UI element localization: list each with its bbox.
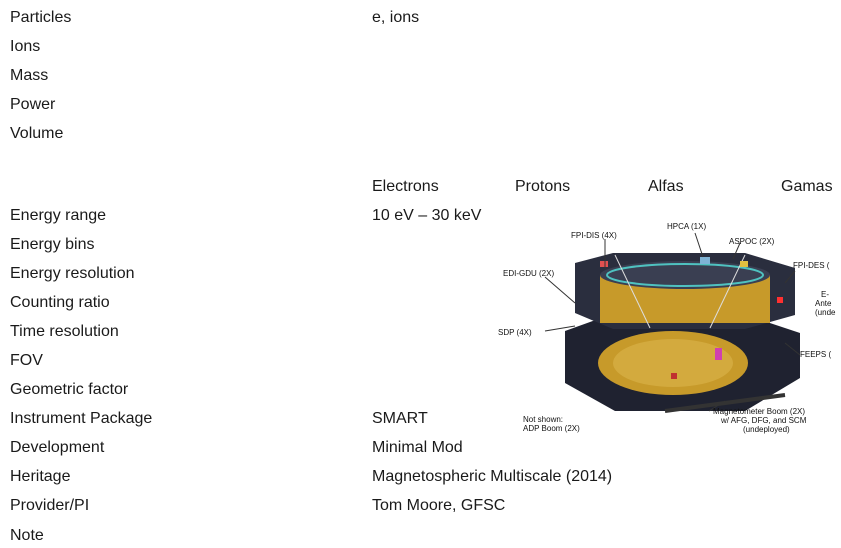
leader-line <box>544 325 576 332</box>
column-header-electrons: Electrons <box>372 178 439 195</box>
value-energy-range: 10 eV – 30 keV <box>372 207 482 224</box>
label-energy-range: Energy range <box>10 207 107 224</box>
fig-label-e-antenna-2: Ante <box>815 299 832 308</box>
magnetometer-boom <box>664 393 786 413</box>
instrument-box <box>740 261 748 267</box>
fig-label-sdp: SDP (4X) <box>498 328 532 337</box>
fig-label-edi-gdu: EDI-GDU (2X) <box>503 269 555 278</box>
fig-label-magnetometer-3: (undeployed) <box>743 425 790 434</box>
fig-label-fpi-dis: FPI-DIS (4X) <box>571 231 617 240</box>
leader-line <box>784 270 796 284</box>
fig-label-fpi-des: FPI-DES ( <box>793 261 830 270</box>
spacecraft-top-ring <box>600 261 770 289</box>
value-provider-pi: Tom Moore, GFSC <box>372 497 506 514</box>
value-heritage: Magnetospheric Multiscale (2014) <box>372 468 613 485</box>
instrument-box <box>700 257 710 264</box>
label-heritage: Heritage <box>10 468 71 485</box>
label-geometric-factor: Geometric factor <box>10 381 129 398</box>
spacecraft-top-ring-rim <box>606 263 764 287</box>
fig-label-e-antenna-3: (unde <box>815 308 836 317</box>
fig-label-feeps: FEEPS ( <box>800 350 832 359</box>
spacecraft-figure: HPCA (1X) FPI-DIS (4X) ASPOC (2X) EDI-GD… <box>495 213 841 453</box>
leader-line <box>784 342 801 356</box>
label-time-resolution: Time resolution <box>10 323 119 340</box>
fig-label-e-antenna-1: E- <box>821 290 829 299</box>
fig-label-hpca: HPCA (1X) <box>667 222 707 231</box>
spacecraft-illustration <box>544 232 801 413</box>
label-provider-pi: Provider/PI <box>10 497 90 514</box>
leader-line <box>544 276 576 304</box>
label-instrument-package: Instrument Package <box>10 410 153 427</box>
instrument-box <box>671 373 677 379</box>
label-ions: Ions <box>10 38 41 55</box>
instrument-box <box>715 348 722 360</box>
strut <box>614 254 651 329</box>
label-mass: Mass <box>10 67 49 84</box>
label-development: Development <box>10 439 105 456</box>
strut <box>709 254 746 329</box>
instrument-box <box>777 297 783 303</box>
leader-line <box>694 232 704 258</box>
fig-label-not-shown-1: Not shown: <box>523 415 564 424</box>
column-header-gamas: Gamas <box>781 178 833 195</box>
leader-line <box>708 400 726 412</box>
value-development: Minimal Mod <box>372 439 463 456</box>
label-energy-resolution: Energy resolution <box>10 265 135 282</box>
value-particles: e, ions <box>372 9 420 26</box>
label-power: Power <box>10 96 56 113</box>
label-particles: Particles <box>10 9 72 26</box>
column-header-protons: Protons <box>515 178 571 195</box>
label-fov: FOV <box>10 352 43 369</box>
fig-label-aspoc: ASPOC (2X) <box>729 237 775 246</box>
label-counting-ratio: Counting ratio <box>10 294 110 311</box>
label-note: Note <box>10 527 44 544</box>
thruster-dome-highlight <box>613 339 733 387</box>
fig-label-magnetometer-1: Magnetometer Boom (2X) <box>713 407 806 416</box>
value-instrument-package: SMART <box>372 410 428 427</box>
label-volume: Volume <box>10 125 64 142</box>
leader-line <box>732 242 741 260</box>
fig-label-magnetometer-2: w/ AFG, DFG, and SCM <box>721 416 807 425</box>
column-header-alfas: Alfas <box>648 178 684 195</box>
fig-label-not-shown-2: ADP Boom (2X) <box>523 424 580 433</box>
instrument-box <box>600 261 608 267</box>
label-energy-bins: Energy bins <box>10 236 95 253</box>
